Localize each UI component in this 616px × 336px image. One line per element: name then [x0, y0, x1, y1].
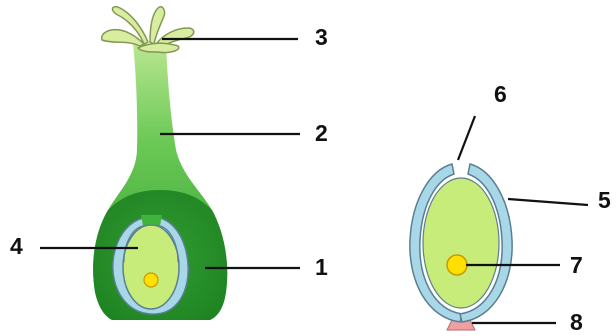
pistil — [93, 7, 227, 320]
label-3: 3 — [315, 24, 328, 50]
label-6: 6 — [494, 81, 507, 107]
nucellus — [423, 178, 499, 308]
label-5: 5 — [598, 187, 611, 213]
ovule-nucleus — [144, 273, 158, 287]
label-2: 2 — [315, 120, 328, 146]
label-4: 4 — [10, 233, 23, 259]
stigma — [102, 7, 194, 53]
ovule — [410, 164, 512, 330]
ovule-body — [123, 225, 179, 309]
label-1: 1 — [315, 254, 328, 280]
ovule-stalk — [447, 320, 475, 330]
label-7: 7 — [570, 252, 583, 278]
leader-line-6 — [458, 116, 475, 160]
leader-line-5 — [508, 199, 588, 205]
label-8: 8 — [570, 309, 583, 335]
egg-nucleus — [447, 255, 467, 275]
